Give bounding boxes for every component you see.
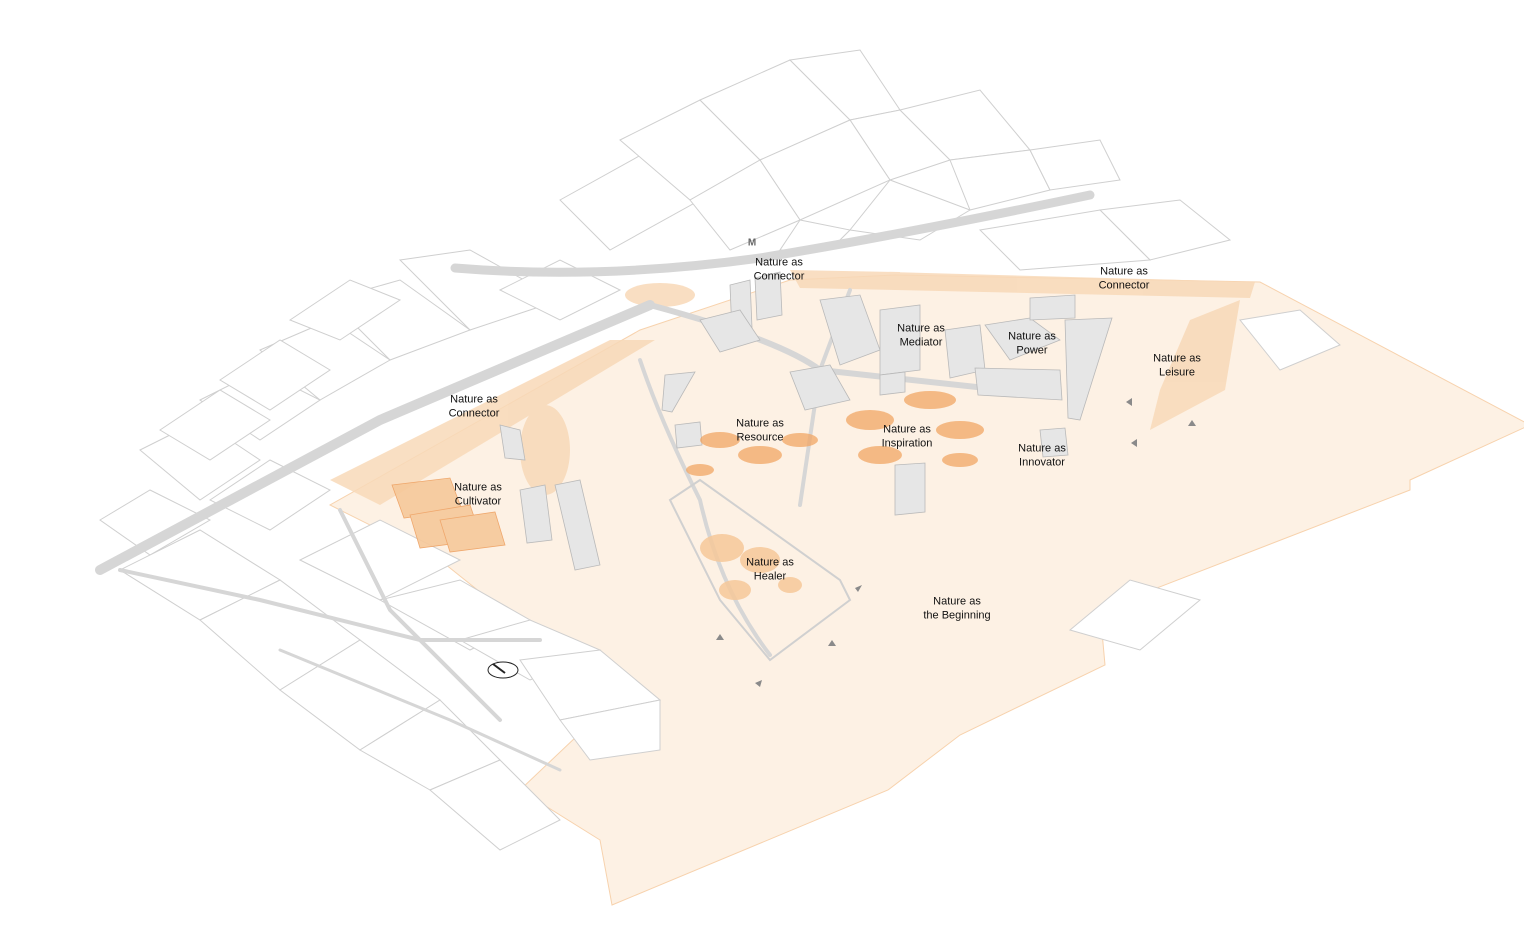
metro-label: M: [747, 237, 757, 249]
buildings: [499, 271, 1113, 571]
compass-icon: [487, 661, 519, 679]
city-blocks: [99, 49, 1341, 851]
direction-markers: [716, 398, 1196, 687]
healer-peninsula: [668, 478, 852, 662]
green-corridor: [330, 270, 1255, 505]
resource-inspiration-patches: [686, 391, 984, 476]
healer-gardens: [700, 534, 802, 600]
cultivator-greenhouses: [391, 477, 506, 553]
